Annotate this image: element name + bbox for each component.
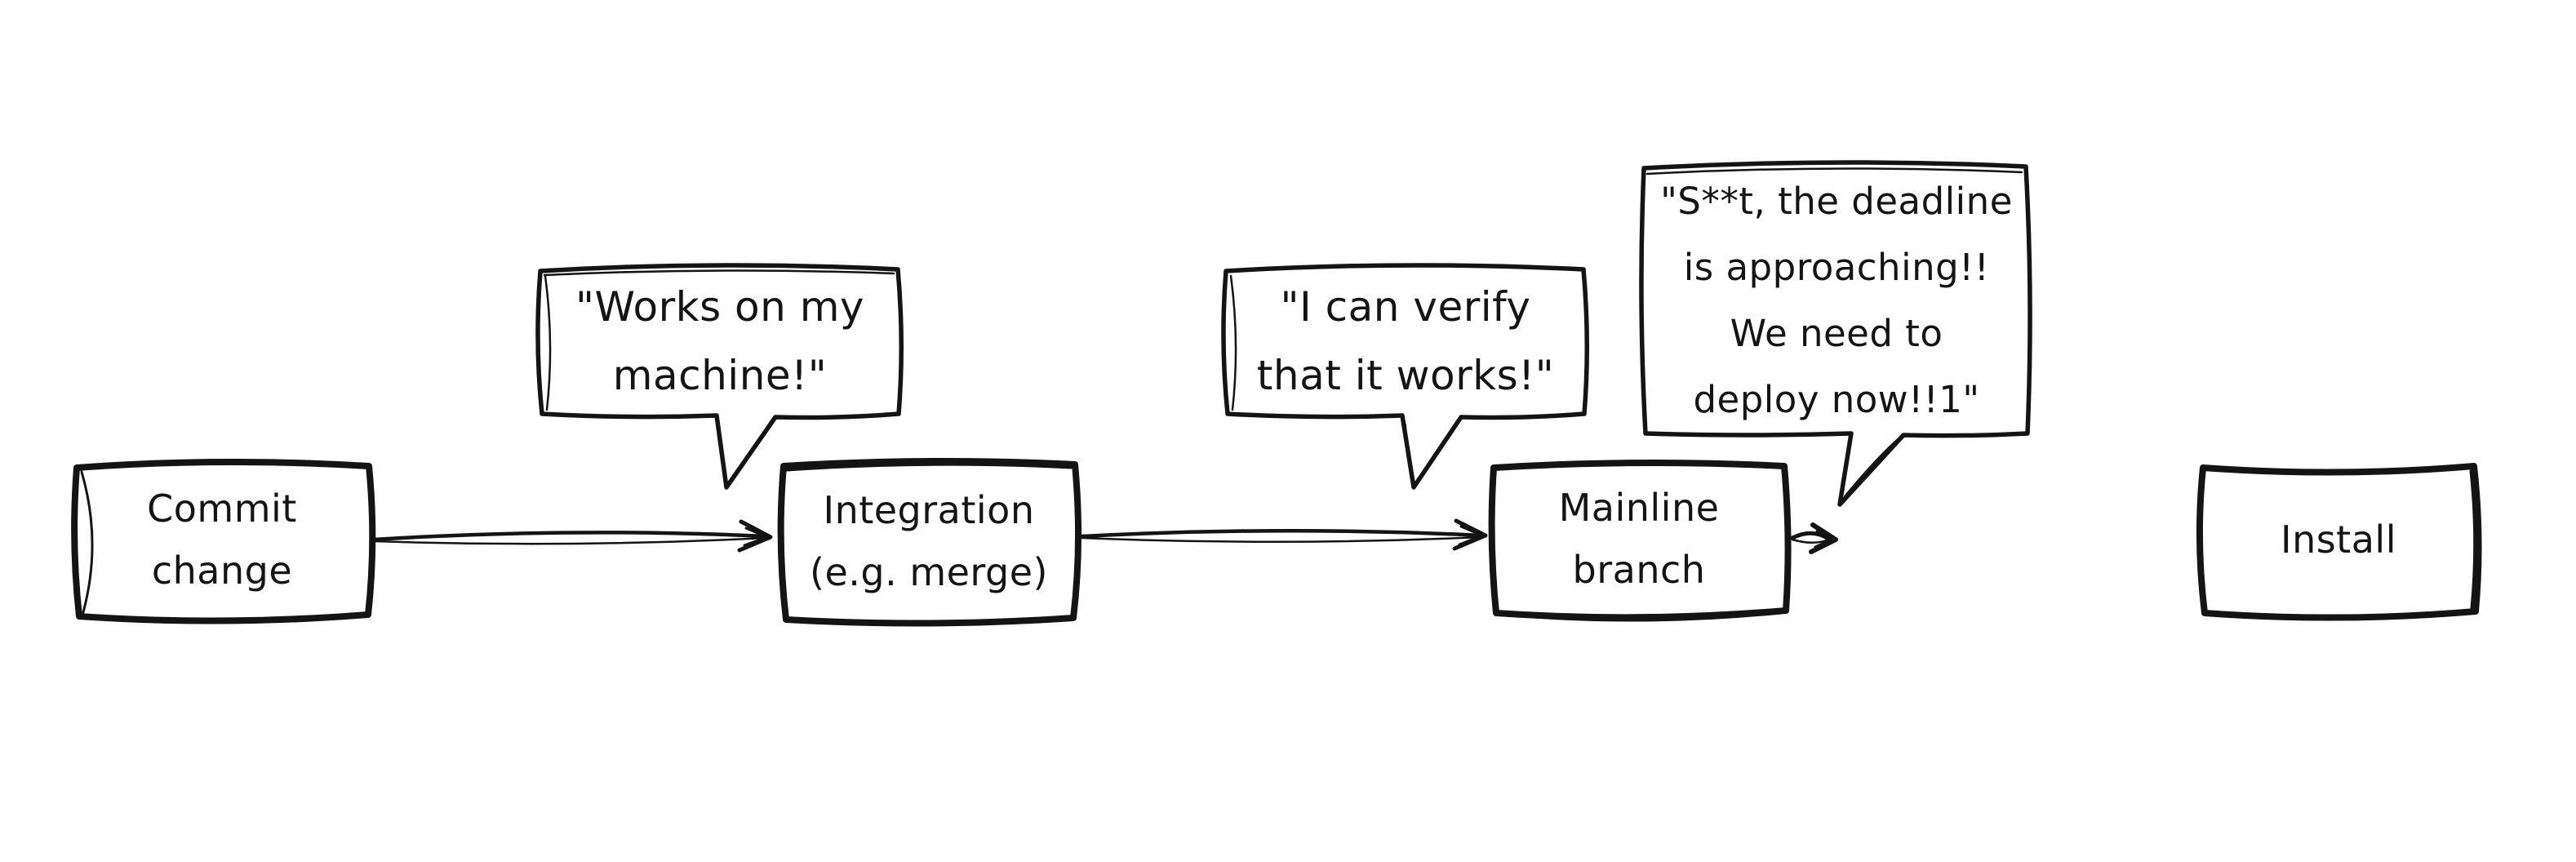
speech-bubble-works-sketch-line — [544, 274, 552, 411]
arrowhead-mainline-outgoing-inner — [1814, 530, 1833, 549]
speech-bubble-i-can-verify — [1221, 263, 1589, 490]
speech-bubble-deadline-tail-sketch-line — [1844, 438, 1899, 497]
i-can-verify-bubble-text: "I can verify that it works!" — [1224, 266, 1587, 416]
label-line: Commit — [147, 487, 297, 531]
arrowhead-commit-to-integration-inner — [743, 527, 769, 547]
speech-bubble-deadline — [1639, 160, 2032, 507]
speech-bubble-verify-tail-sketch-line — [1405, 424, 1413, 482]
install-box-sketch-line — [2469, 469, 2476, 610]
arrow-integration-to-mainline-sketch-line — [1081, 535, 1482, 544]
speech-bubble-verify-sketch-line — [1229, 274, 1237, 411]
label-line: change — [151, 549, 293, 593]
speech-bubble-works-on-my-machine — [535, 263, 904, 490]
bubble-line: "Works on my — [575, 283, 865, 331]
commit-change-label: Commit change — [72, 462, 372, 617]
deadline-bubble-text: "S**t, the deadline is approaching!! We … — [1646, 165, 2027, 436]
bubble-line: deploy now!!1" — [1693, 378, 1980, 421]
bubble-line: is approaching!! — [1683, 246, 1990, 289]
commit-change-box — [71, 458, 376, 624]
arrow-commit-to-integration-sketch-line — [372, 536, 767, 545]
label-line: Mainline — [1558, 486, 1720, 530]
arrowhead-integration-to-mainline-inner — [1458, 525, 1484, 546]
arrow-integration-to-mainline — [1080, 528, 1485, 539]
label-line: (e.g. merge) — [810, 550, 1048, 594]
label-line: Integration — [823, 488, 1035, 532]
integration-box-sketch-line — [785, 463, 1073, 472]
arrowhead-integration-to-mainline — [1452, 518, 1488, 551]
install-box — [2196, 463, 2482, 621]
speech-bubble-deadline-sketch-line-top — [1646, 167, 2023, 176]
bubble-line: We need to — [1730, 312, 1943, 355]
integration-box — [777, 457, 1082, 627]
bubble-line: that it works!" — [1256, 352, 1555, 399]
arrowhead-mainline-outgoing — [1809, 522, 1838, 554]
arrow-mainline-outgoing-sketch-line — [1791, 538, 1828, 544]
bubble-line: "I can verify — [1280, 283, 1531, 331]
mainline-branch-box-sketch-line — [1500, 611, 1783, 622]
integration-label: Integration (e.g. merge) — [779, 462, 1079, 620]
speech-bubble-works-sketch-line-top — [543, 269, 895, 277]
arrowhead-commit-to-integration — [737, 519, 773, 553]
commit-change-box-sketch-line — [80, 470, 94, 614]
arrow-commit-to-integration — [371, 531, 770, 542]
mainline-branch-box — [1488, 459, 1792, 621]
label-line: branch — [1572, 548, 1706, 592]
bubble-line: "S**t, the deadline — [1660, 180, 2013, 223]
mainline-branch-label: Mainline branch — [1490, 464, 1788, 614]
label-line: Install — [2281, 518, 2396, 562]
bubble-line: machine!" — [612, 352, 828, 399]
works-on-my-machine-bubble-text: "Works on my machine!" — [539, 266, 901, 416]
install-label: Install — [2200, 465, 2477, 614]
